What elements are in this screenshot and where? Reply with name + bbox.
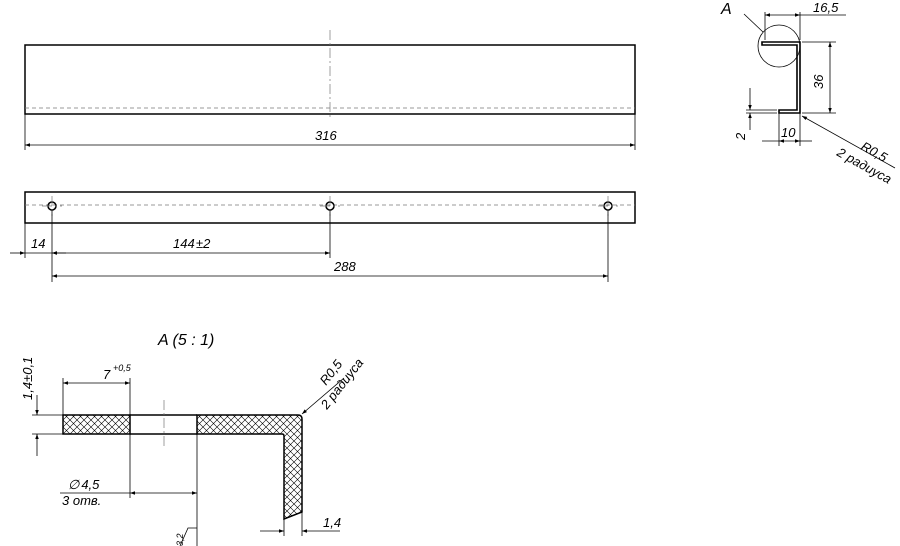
dim-label-2: 2 — [733, 132, 748, 141]
dim-label-diameter: ∅4,5 — [68, 477, 100, 492]
dim-label-36: 36 — [811, 74, 826, 89]
dim-label-16-5: 16,5 — [813, 0, 839, 15]
front-view: 14 144 ±2 288 — [10, 191, 636, 282]
detail-callout-circle — [757, 24, 801, 68]
dim-label-hole-count: 3 отв. — [62, 493, 101, 508]
dim-label-wall: 1,4 — [323, 515, 341, 530]
detail-view-a: A (5 : 1) 1,4±0,1 7 +0,5 ∅4,5 3 отв. — [20, 332, 366, 546]
dim-label-316: 316 — [315, 128, 337, 143]
profile-outline — [761, 41, 801, 114]
dim-label-1-4-tol: 1,4±0,1 — [20, 357, 35, 400]
top-view: 316 — [24, 30, 636, 150]
detail-title: A (5 : 1) — [157, 332, 214, 349]
dim-label-288: 288 — [333, 259, 356, 274]
dim-label-144: 144 — [173, 236, 195, 251]
section-view-small: A 16,5 36 2 10 R0,5 2 радиуса — [720, 0, 896, 187]
detail-callout-leader — [743, 13, 764, 33]
dim-label-7-tol: +0,5 — [113, 363, 132, 373]
dim-label-10: 10 — [781, 125, 796, 140]
detail-callout-label: A — [720, 1, 732, 18]
detail-profile-left — [62, 414, 131, 435]
radius-leader-small — [801, 115, 896, 169]
roughness-label: 3,2 — [175, 533, 185, 546]
dim-label-7: 7 — [103, 367, 111, 382]
radius-leader-detail — [301, 377, 345, 415]
roughness-symbol — [179, 527, 197, 546]
dim-label-14: 14 — [31, 236, 45, 251]
dim-label-144-tol: ±2 — [196, 236, 211, 251]
detail-profile-right — [196, 414, 303, 521]
